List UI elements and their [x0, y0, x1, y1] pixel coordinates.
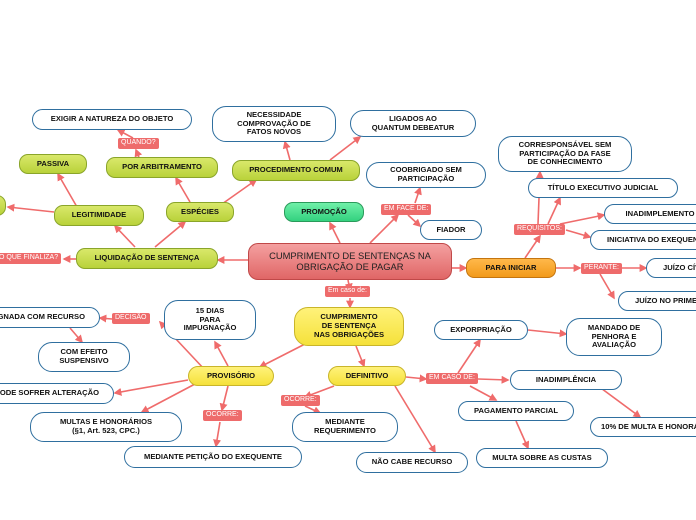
- edge-pagamento-custas: [515, 420, 530, 450]
- node-nao-cabe[interactable]: NÃO CABE RECURSO: [356, 452, 468, 473]
- edge-procedimento-necessidade: [282, 140, 291, 161]
- node-titulo[interactable]: TÍTULO EXECUTIVO JUDICIAL: [528, 178, 678, 198]
- node-provisorio[interactable]: PROVISÓRIO: [188, 366, 274, 386]
- node-juizo-primeiro[interactable]: JUÍZO NO PRIMEIRO GRAU: [618, 291, 696, 311]
- node-legitimidade[interactable]: LEGITIMIDADE: [54, 205, 144, 226]
- edge-perante-primeiro: [599, 273, 615, 300]
- edge-provisorio-15dias: [214, 340, 229, 367]
- edge-decisao-impugnada: [98, 314, 113, 323]
- label-ocorre-1: OCORRE:: [203, 410, 242, 421]
- node-ligados[interactable]: LIGADOS AO QUANTUM DEBEATUR: [350, 110, 476, 137]
- node-10-por-cento[interactable]: 10% DE MULTA E HONORÁRIOS: [590, 417, 696, 437]
- label-requisitos: REQUISITOS:: [514, 224, 565, 235]
- edge-exporpriacao-mandado: [527, 329, 568, 338]
- node-cumprimento[interactable]: CUMPRIMENTO DE SENTENÇA NAS OBRIGAÇÕES: [294, 307, 404, 346]
- edge-requisitos-iniciativa: [565, 229, 592, 240]
- label-em-caso-de: Em caso de:: [325, 286, 370, 297]
- node-necessidade[interactable]: NECESSIDADE COMPROVAÇÃO DE FATOS NOVOS: [212, 106, 336, 142]
- edge-impugnada-efeito: [69, 327, 84, 344]
- node-especies[interactable]: ESPÉCIES: [166, 202, 234, 222]
- edge-emcasode2-pagamento: [469, 385, 498, 401]
- edge-definitivo-emcasode2: [405, 374, 428, 383]
- edge-requisitos-inadimplemento: [559, 212, 606, 225]
- label-quando: QUANDO?: [118, 138, 159, 149]
- edge-liquidacao-especies: [154, 220, 187, 248]
- label-em-face-de: EM FACE DE:: [381, 204, 432, 215]
- edge-central-promocao: [329, 221, 341, 244]
- node-natureza[interactable]: EXIGIR A NATUREZA DO OBJETO: [32, 109, 192, 130]
- label-em-caso-de-2: EM CASO DE:: [426, 373, 478, 384]
- node-coobrigado[interactable]: COOBRIGADO SEM PARTICIPAÇÃO: [366, 162, 486, 188]
- node-iniciativa[interactable]: INICIATIVA DO EXEQUENTE: [590, 230, 696, 250]
- edge-central-emfacede: [369, 213, 400, 244]
- edge-paraIniciar-requisitos: [524, 234, 541, 259]
- edge-requisitos-titulo: [547, 196, 561, 225]
- node-15-dias[interactable]: 15 DIAS PARA IMPUGNAÇÃO: [164, 300, 256, 340]
- label-o-que-finaliza: O QUE FINALIZA?: [0, 253, 62, 264]
- label-ocorre-2: OCORRE:: [281, 395, 320, 406]
- edge-emfacede-fiador: [407, 214, 422, 228]
- node-pagamento[interactable]: PAGAMENTO PARCIAL: [458, 401, 574, 421]
- edge-definitivo-naocabe: [394, 385, 436, 454]
- edge-procedimento-ligados: [329, 136, 362, 161]
- edge-emfacede-coobrigado: [414, 186, 422, 204]
- node-corresponsavel[interactable]: CORRESPONSÁVEL SEM PARTICIPAÇÃO DA FASE …: [498, 136, 632, 172]
- node-inadimplencia[interactable]: INADIMPLÊNCIA: [510, 370, 622, 390]
- node-procedimento[interactable]: PROCEDIMENTO COMUM: [232, 160, 360, 181]
- node-arbitramento[interactable]: POR ARBITRAMENTO: [106, 157, 218, 178]
- edge-especies-arbitramento: [175, 176, 191, 203]
- edge-provisorio-multas: [140, 383, 196, 413]
- node-alteracao[interactable]: PODE SOFRER ALTERAÇÃO: [0, 383, 114, 404]
- edge-legitimidade-left: [6, 203, 55, 213]
- edge-especies-procedimento: [221, 179, 258, 205]
- node-inadimplemento[interactable]: INADIMPLEMENTO: [604, 204, 696, 224]
- edge-provisorio-alteracao: [113, 379, 189, 396]
- edge-ocorre2-requerimento: [304, 405, 322, 414]
- edge-emcasode2-inadimplencia: [477, 375, 510, 384]
- central-topic[interactable]: CUMPRIMENTO DE SENTENÇAS NA OBRIGAÇÃO DE…: [248, 243, 452, 280]
- node-peticao[interactable]: MEDIANTE PETIÇÃO DO EXEQUENTE: [124, 446, 302, 468]
- node-promocao[interactable]: PROMOÇÃO: [284, 202, 364, 222]
- edge-liquidacao-legitimidade: [113, 224, 136, 248]
- edge-emcasode2-exporpriacao: [457, 338, 481, 374]
- node-liquidacao[interactable]: LIQUIDAÇÃO DE SENTENÇA: [76, 248, 218, 269]
- node-impugnada[interactable]: IMPUGNADA COM RECURSO: [0, 307, 100, 328]
- edge-provisorio-ocorre: [219, 385, 229, 412]
- edge-legitimidade-passiva: [57, 172, 78, 208]
- edge-cumprimento-definitivo: [355, 345, 366, 368]
- label-perante: PERANTE:: [581, 263, 623, 274]
- node-juizo-civel[interactable]: JUÍZO CÍVEL: [646, 258, 696, 278]
- edge-cumprimento-provisorio: [258, 343, 306, 368]
- node-definitivo[interactable]: DEFINITIVO: [328, 366, 406, 386]
- node-para-iniciar[interactable]: PARA INICIAR: [466, 258, 556, 278]
- label-decisao: DECISÃO: [112, 313, 150, 324]
- edge-ocorre-peticao: [213, 421, 221, 448]
- node-exporpriacao[interactable]: EXPORPRIAÇÃO: [434, 320, 528, 340]
- node-multas[interactable]: MULTAS E HONORÁRIOS (§1, Art. 523, CPC.): [30, 412, 182, 442]
- edge-quando-natureza: [116, 129, 134, 139]
- node-passiva[interactable]: PASSIVA: [19, 154, 87, 174]
- node-mandado[interactable]: MANDADO DE PENHORA E AVALIAÇÃO: [566, 318, 662, 356]
- node-efeito[interactable]: COM EFEITO SUSPENSIVO: [38, 342, 130, 372]
- node-fiador[interactable]: FIADOR: [420, 220, 482, 240]
- node-multa-custas[interactable]: MULTA SOBRE AS CUSTAS: [476, 448, 608, 468]
- node-requerimento[interactable]: MEDIANTE REQUERIMENTO: [292, 412, 398, 442]
